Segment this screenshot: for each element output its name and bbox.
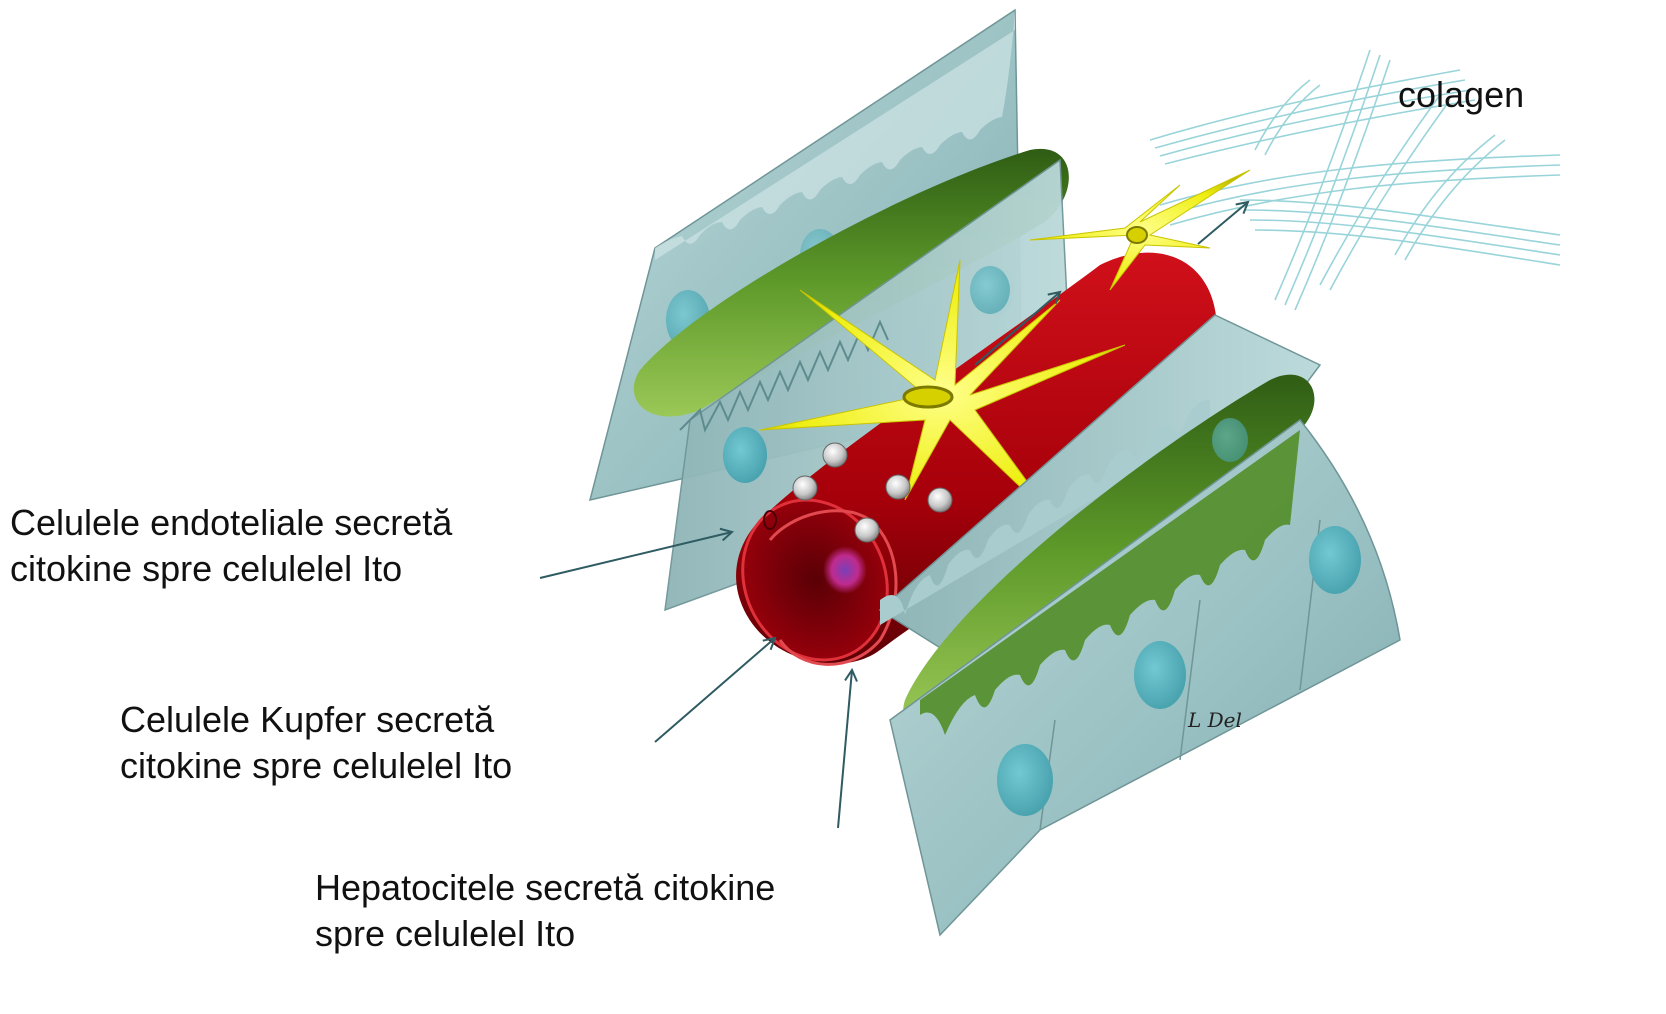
label-hepatocytes-line1: Hepatocitele secretă citokine xyxy=(315,865,775,911)
artist-signature: L Del xyxy=(1188,708,1242,732)
arrow-to-collagen xyxy=(1198,202,1248,244)
label-endothelial-line1: Celulele endoteliale secretă xyxy=(10,500,452,546)
label-kupffer-line1: Celulele Kupfer secretă xyxy=(120,697,512,743)
label-hepatocytes: Hepatocitele secretă citokine spre celul… xyxy=(315,865,775,957)
label-kupffer-cells: Celulele Kupfer secretă citokine spre ce… xyxy=(120,697,512,789)
label-collagen: colagen xyxy=(1398,72,1524,118)
label-kupffer-line2: citokine spre celulelel Ito xyxy=(120,743,512,789)
arrow-hepatocytes xyxy=(838,670,852,828)
label-endothelial-line2: citokine spre celulelel Ito xyxy=(10,546,452,592)
kupffer-cell-nucleus xyxy=(823,546,867,594)
label-hepatocytes-line2: spre celulelel Ito xyxy=(315,911,775,957)
label-endothelial-cells: Celulele endoteliale secretă citokine sp… xyxy=(10,500,452,592)
arrow-kupffer xyxy=(655,638,775,742)
